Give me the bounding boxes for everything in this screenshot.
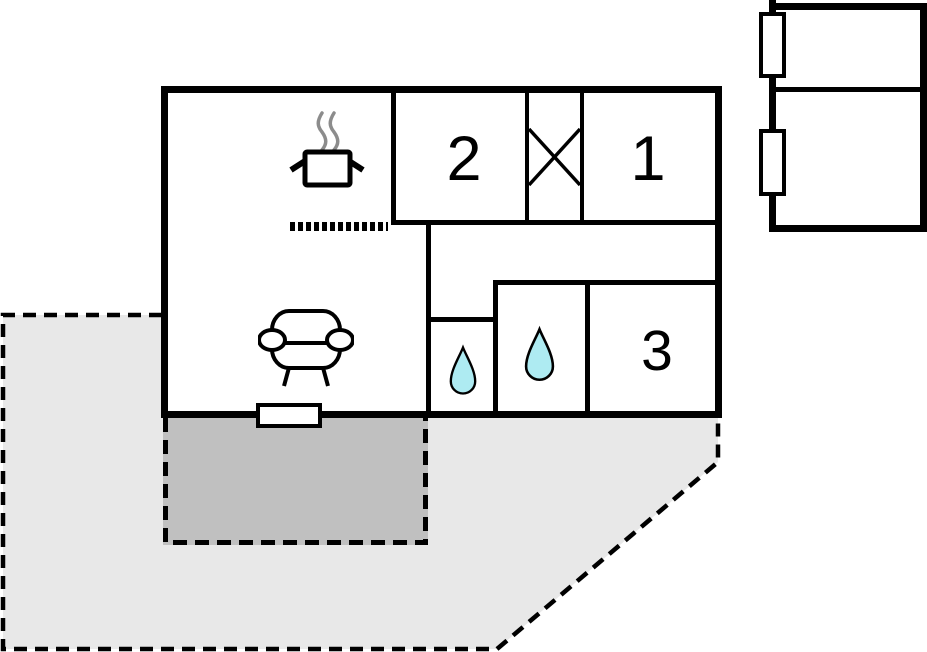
annex-door-2	[759, 129, 786, 196]
annex-door-1	[759, 12, 786, 78]
terrace-dashed-border	[0, 312, 721, 652]
room-1-label: 1	[630, 124, 666, 194]
kitchen-counter-dotted-line	[290, 222, 388, 231]
wall-hall-left	[426, 225, 431, 411]
annex-building	[769, 3, 927, 232]
water-drop-icon	[449, 344, 477, 395]
deck-area	[163, 418, 428, 545]
wall-toilet-top	[431, 317, 493, 322]
deck-dashed-border	[163, 418, 428, 545]
steam-line	[316, 111, 328, 152]
wall-bedrooms-bottom	[391, 220, 715, 225]
wall-toilet-bath	[493, 280, 498, 411]
main-building	[161, 86, 722, 418]
wall-bedroom2-left	[391, 93, 396, 224]
room-2-label: 2	[446, 124, 482, 194]
wall-bedroom2-closet	[525, 93, 529, 224]
sofa-icon	[258, 309, 354, 387]
annex-divider-wall	[776, 87, 920, 92]
room-3-label: 3	[641, 319, 673, 383]
water-drop-icon	[524, 325, 555, 382]
stove-pot-icon	[289, 111, 365, 188]
steam-line	[328, 111, 340, 152]
wall-closet-bedroom1	[580, 93, 584, 224]
wall-bath-top	[493, 280, 715, 285]
wall-bath-room3	[585, 280, 590, 411]
entrance-door	[256, 403, 322, 428]
x-marker-icon	[528, 127, 581, 187]
